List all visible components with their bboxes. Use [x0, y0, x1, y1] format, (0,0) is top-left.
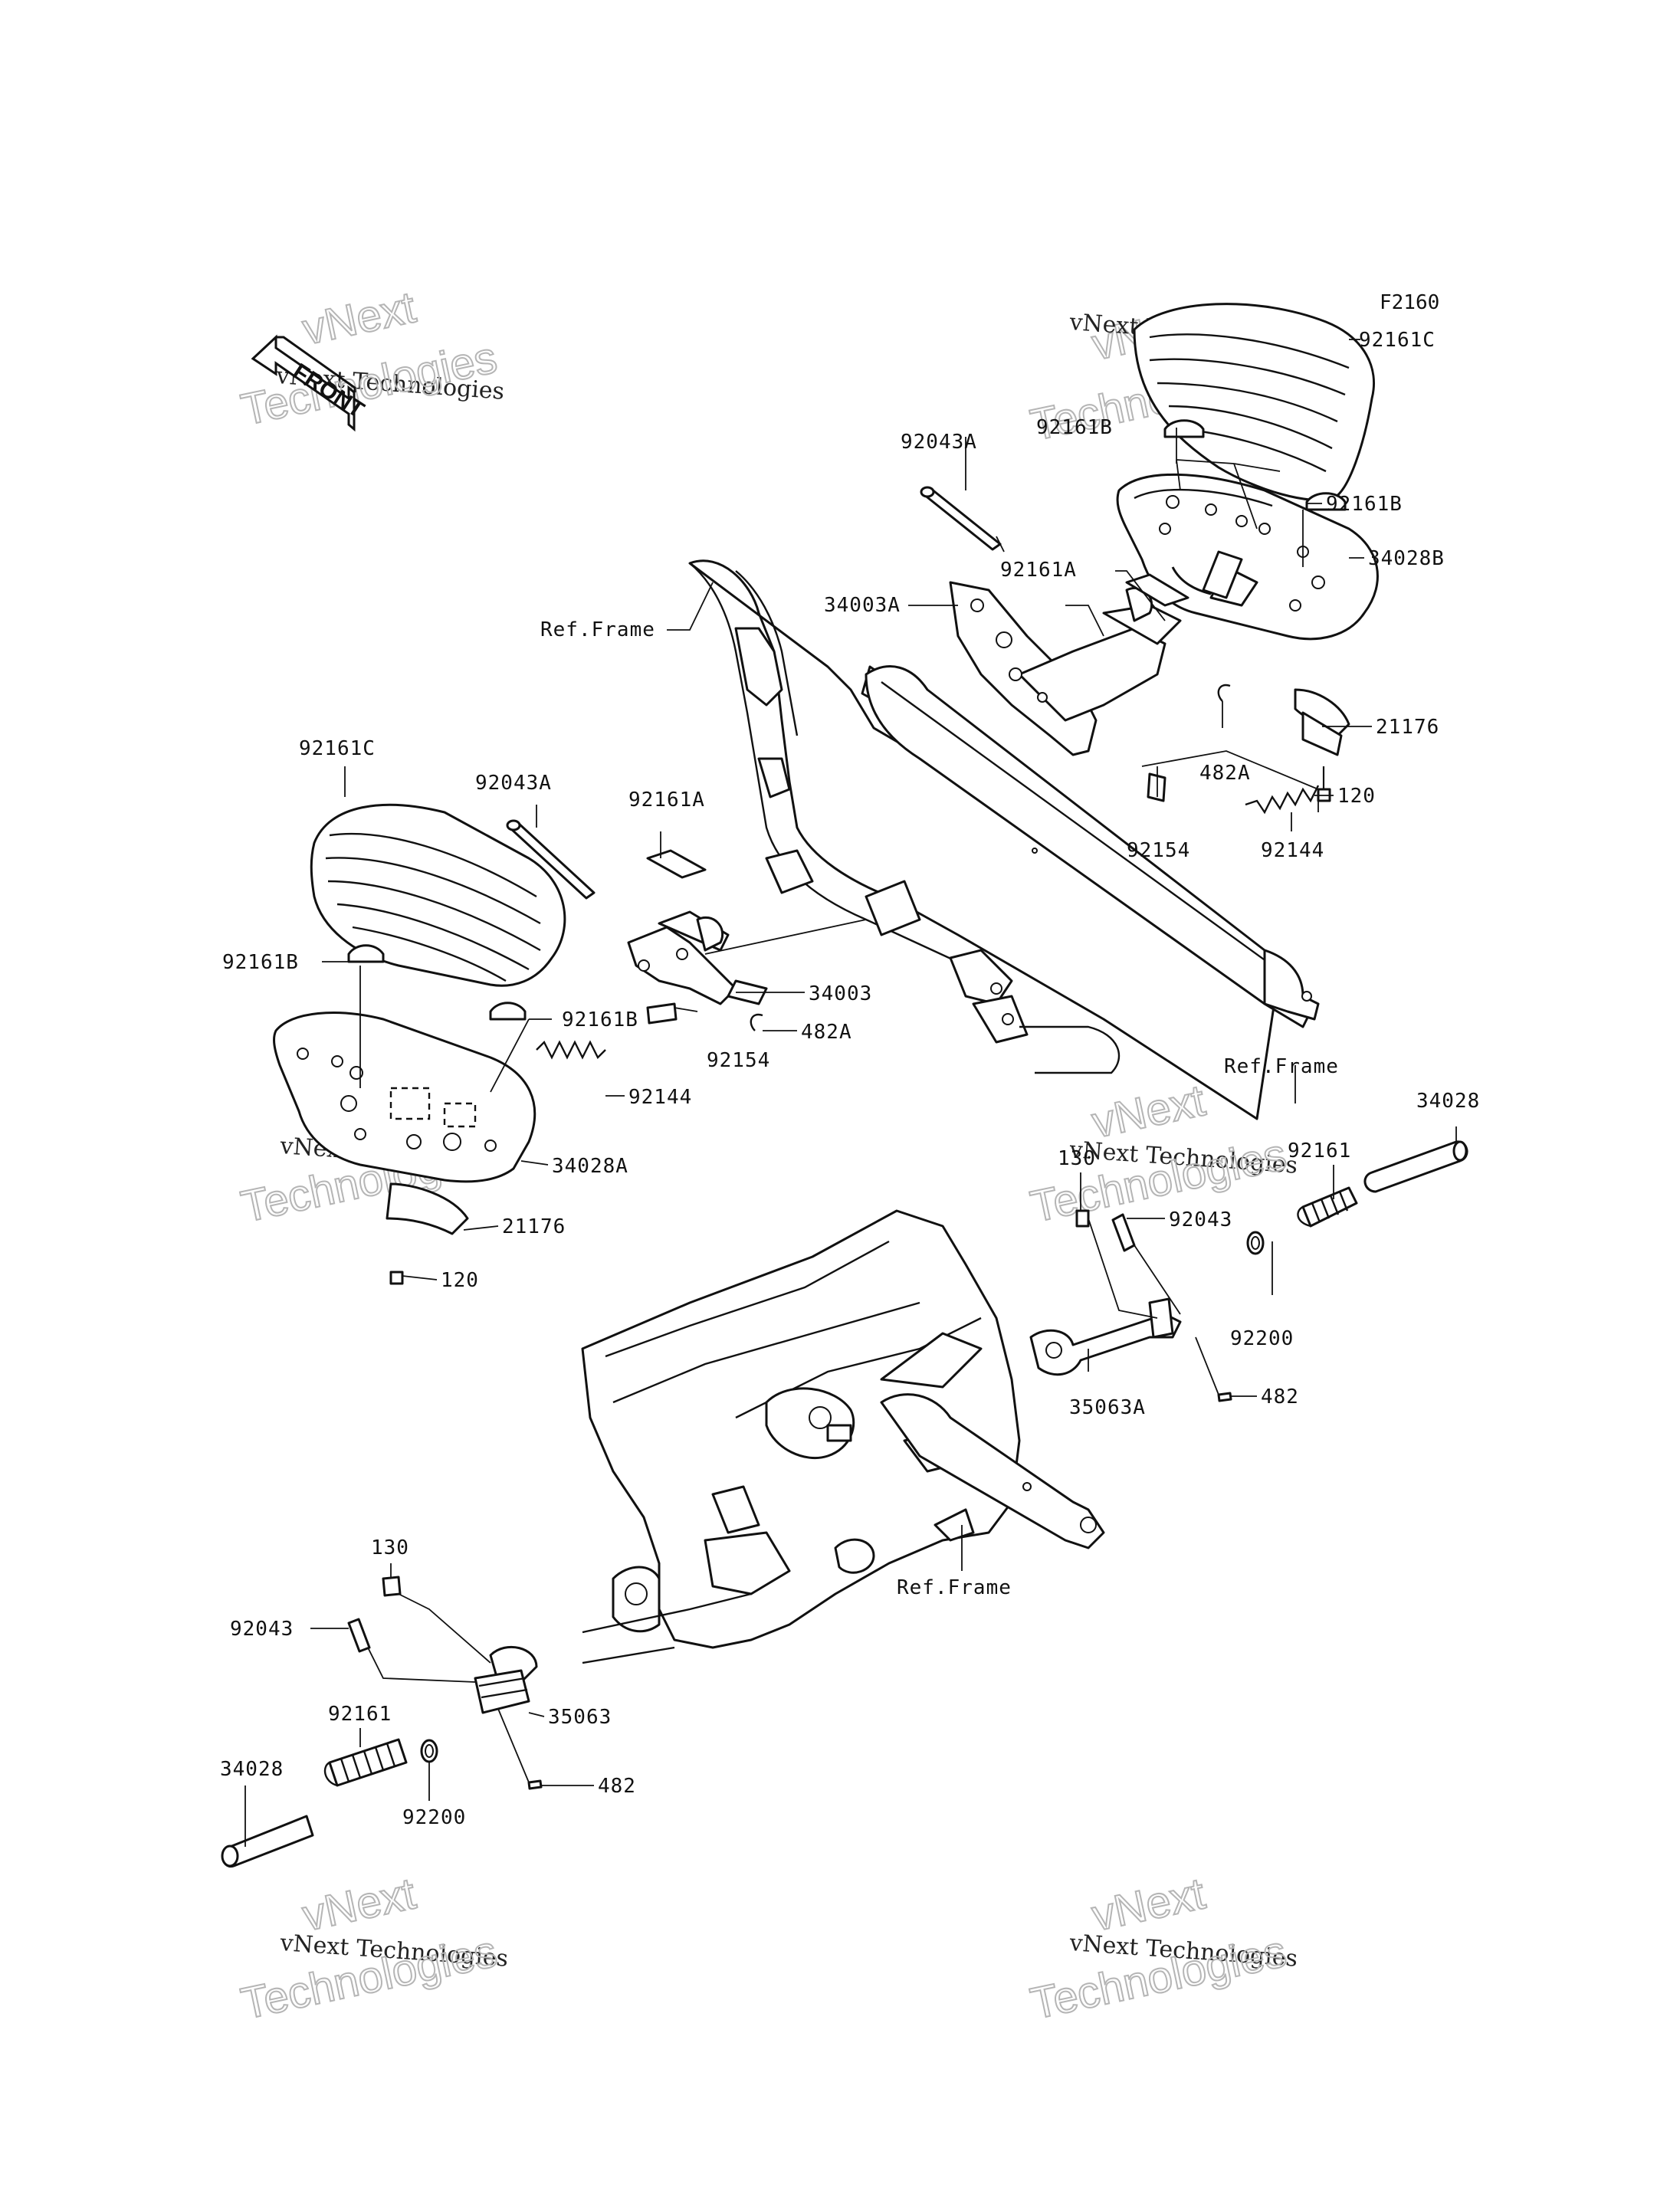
- label-482-right: 482: [1261, 1385, 1299, 1408]
- label-ref-frame-2: Ref.Frame: [1224, 1055, 1339, 1078]
- watermark-line1: vNext: [298, 1868, 420, 1940]
- label-92161C-left: 92161C: [299, 737, 376, 760]
- label-92154-right: 92154: [1127, 839, 1190, 862]
- label-92161B-right-1: 92161B: [1036, 416, 1113, 439]
- footpeg-left: [221, 1576, 543, 1868]
- label-92154-left: 92154: [707, 1049, 770, 1072]
- label-92144-left: 92144: [628, 1086, 692, 1109]
- label-92043-left: 92043: [230, 1618, 294, 1641]
- label-92161-right: 92161: [1288, 1139, 1351, 1162]
- label-482A-right: 482A: [1199, 762, 1251, 785]
- label-92161B-right-2: 92161B: [1326, 493, 1403, 516]
- watermark-line1: vNext: [298, 282, 420, 354]
- label-34028B: 34028B: [1368, 547, 1445, 570]
- label-34028A: 34028A: [552, 1155, 628, 1178]
- label-92200-left: 92200: [402, 1806, 466, 1829]
- label-21176-right: 21176: [1376, 716, 1439, 739]
- label-ref-frame-1: Ref.Frame: [540, 618, 655, 641]
- frame-lower: [581, 1209, 1105, 1664]
- label-92043A-left: 92043A: [475, 772, 552, 795]
- frame-upper: [688, 559, 1320, 1120]
- label-92200-right: 92200: [1230, 1327, 1294, 1350]
- label-21176-left: 21176: [502, 1215, 566, 1238]
- watermark-bottom-left: vNext vNext Technologies Technologies: [236, 1867, 509, 2029]
- label-482A-left: 482A: [801, 1021, 852, 1044]
- label-34003A: 34003A: [824, 594, 901, 617]
- label-92161-left: 92161: [328, 1703, 392, 1726]
- part-labels: 92161C 92161B 92043A 92161B 34028B 92161…: [220, 329, 1480, 1829]
- leader-lines: [244, 339, 1457, 1847]
- label-92161B-left-1: 92161B: [222, 951, 299, 974]
- label-130-right: 130: [1058, 1147, 1096, 1170]
- label-34028-left: 34028: [220, 1758, 284, 1781]
- label-35063A: 35063A: [1069, 1396, 1146, 1419]
- footpeg-right: [1029, 1140, 1468, 1402]
- watermark-bottom-right: vNext vNext Technologies Technologies: [1025, 1867, 1298, 2029]
- figure-code: F2160: [1380, 291, 1439, 314]
- label-34028-right: 34028: [1416, 1090, 1480, 1113]
- floorboard-left: [273, 803, 768, 1285]
- label-92161A-right: 92161A: [1000, 559, 1077, 582]
- label-92144-right: 92144: [1261, 839, 1324, 862]
- label-ref-frame-3: Ref.Frame: [897, 1576, 1012, 1599]
- watermark-line1: vNext: [1088, 1868, 1209, 1940]
- label-482-left: 482: [598, 1775, 636, 1798]
- label-92043A-right: 92043A: [901, 431, 977, 454]
- label-120-right: 120: [1337, 785, 1376, 808]
- label-35063: 35063: [548, 1706, 612, 1729]
- label-120-left: 120: [441, 1269, 479, 1292]
- label-92043-right: 92043: [1169, 1208, 1232, 1231]
- label-92161B-left-2: 92161B: [562, 1008, 638, 1031]
- label-92161A-left: 92161A: [628, 789, 705, 812]
- label-92161C-right: 92161C: [1359, 329, 1436, 352]
- floorboard-right: [920, 303, 1379, 815]
- label-34003: 34003: [809, 982, 872, 1005]
- label-130-left: 130: [371, 1536, 409, 1559]
- watermark-line1: vNext: [1088, 1075, 1209, 1147]
